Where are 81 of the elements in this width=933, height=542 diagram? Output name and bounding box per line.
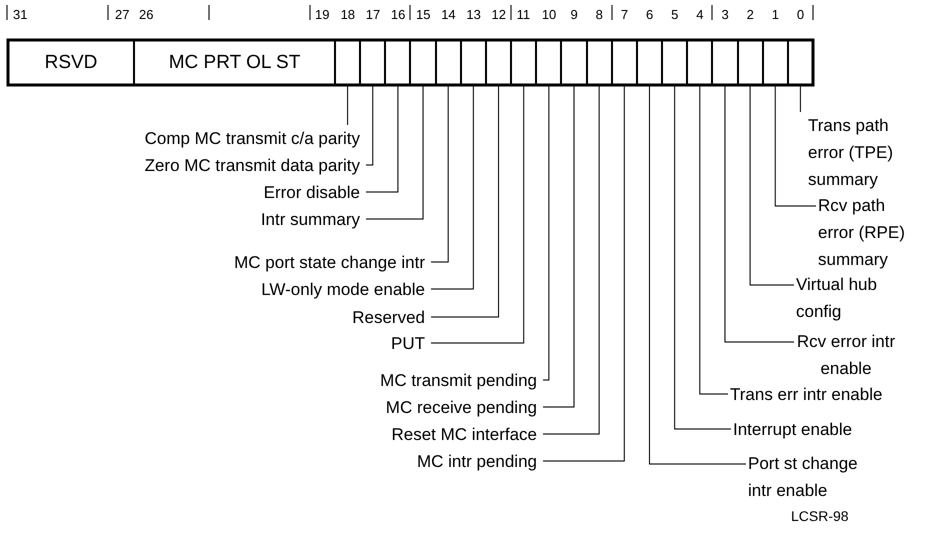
bit-number: 9 [570,8,578,22]
bit-field [360,40,386,85]
bit-field [561,40,587,85]
bit-field [687,40,712,85]
bit-number: 17 [366,8,380,22]
leader-line [430,84,474,290]
bit-description: MC receive pending [385,394,537,421]
bit-field [410,40,436,85]
leader-line [674,84,732,430]
bit-number: 3 [721,8,729,22]
bit-number: 2 [746,8,754,22]
leader-line [366,84,398,192]
bit-description: Reset MC interface [390,421,537,448]
bit-number: 1 [772,8,779,22]
bit-number: 6 [646,8,654,22]
bit-description: Comp MC transmit c/a parity [144,125,360,152]
bit-number: 18 [340,8,356,22]
bit-field [335,40,360,85]
leader-line [774,84,816,206]
bit-field [385,40,410,85]
leader-line [430,84,449,262]
bit-description: MC transmit pending [379,367,537,394]
bit-description: Zero MC transmit data parity [144,152,360,179]
bit-number: 12 [492,8,506,22]
bit-description: Trans path error (TPE) summary [808,112,928,193]
bit-field [486,40,512,85]
bit-description: Port st change intr enable [748,450,876,504]
bit-number: 10 [542,8,556,22]
leader-line [542,84,625,462]
bit-description: Reserved [351,304,425,331]
bit-description: Trans err intr enable [730,381,930,408]
bit-number: 16 [390,8,406,22]
bit-number: 13 [466,8,481,22]
bit-field [612,40,637,85]
leader-line [542,84,600,434]
bit-field [536,40,562,85]
bit-description: LW-only mode enable [260,276,425,303]
bit-number: 15 [416,8,431,22]
leader-line [724,84,794,342]
register-field: MC PRT OL ST [134,40,335,85]
bit-description: MC intr pending [416,448,537,475]
bit-number: 7 [620,8,628,22]
leader-line [699,84,728,394]
bit-description: Rcv error intr enable [796,328,896,382]
bit-description: Intr summary [260,206,360,233]
bit-description: PUT [390,330,425,357]
leader-line [366,84,424,220]
bit-field [712,40,738,85]
bit-number: 4 [696,8,704,22]
leader-line [366,84,374,166]
bit-field [636,40,662,85]
bit-field [662,40,688,85]
bit-number: 19 [315,8,330,22]
bit-field [436,40,461,85]
figure-id: LCSR-98 [791,509,849,523]
bit-description: Error disable [263,179,360,206]
bit-description: Rcv path error (RPE) summary [818,192,923,273]
bit-field [762,40,788,85]
bit-field [511,40,536,85]
bit-description: Interrupt enable [733,416,913,443]
bit-number: 31 [13,8,28,22]
leader-line [430,84,524,344]
bit-field [460,40,486,85]
leader-line [542,84,550,380]
leader-line [542,84,574,408]
bit-number: 14 [441,8,456,22]
bit-number: 0 [796,8,804,22]
bit-field [738,40,763,85]
bit-description: MC port state change intr [233,249,425,276]
bit-number: 8 [596,8,603,22]
leader-line [347,84,348,126]
bit-number: 26 [139,8,154,22]
leader-line [800,84,801,112]
leader-line [750,84,794,286]
bit-field [586,40,612,85]
leader-line [648,84,746,464]
bit-number: 27 [115,8,130,22]
leader-line [430,84,500,318]
bit-number: 5 [671,8,678,22]
bit-number: 11 [516,8,530,22]
bit-description: Virtual hub config [796,271,906,325]
